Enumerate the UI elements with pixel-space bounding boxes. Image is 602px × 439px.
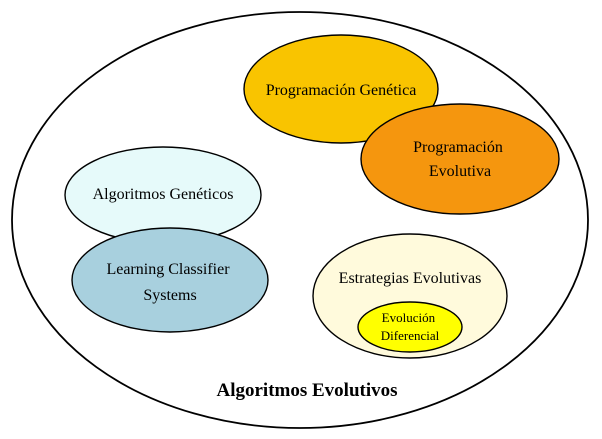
- learning-classifier-systems-label: Learning Classifier Systems: [106, 261, 233, 304]
- evolucion-diferencial-ellipse: [357, 301, 463, 353]
- estrategias-evolutivas-line-1: Estrategias Evolutivas: [339, 270, 482, 287]
- programacion-evolutiva-ellipse: [360, 103, 560, 215]
- programacion-genetica-ellipse: [243, 34, 439, 144]
- learning-classifier-systems-line-1: Learning Classifier: [106, 261, 230, 278]
- algoritmos-geneticos-label: Algoritmos Genéticos: [93, 186, 234, 203]
- learning-classifier-systems-ellipse: [71, 227, 269, 333]
- evolucion-diferencial-line-2: Diferencial: [381, 328, 440, 343]
- programacion-genetica-line-1: Programación Genética: [266, 82, 417, 99]
- estrategias-evolutivas-label: Estrategias Evolutivas: [339, 270, 482, 287]
- programacion-evolutiva-line-2: Evolutiva: [429, 163, 491, 180]
- learning-classifier-systems-line-2: Systems: [143, 287, 196, 304]
- programacion-genetica-label: Programación Genética: [266, 82, 417, 99]
- evolucion-diferencial-label: Evolución Diferencial: [381, 310, 440, 343]
- algoritmos-geneticos-line-1: Algoritmos Genéticos: [93, 186, 234, 203]
- programacion-evolutiva-line-1: Programación: [413, 139, 503, 156]
- diagram-title: Algoritmos Evolutivos: [216, 380, 397, 401]
- programacion-evolutiva-label: Programación Evolutiva: [413, 139, 507, 180]
- evolucion-diferencial-line-1: Evolución: [382, 310, 436, 325]
